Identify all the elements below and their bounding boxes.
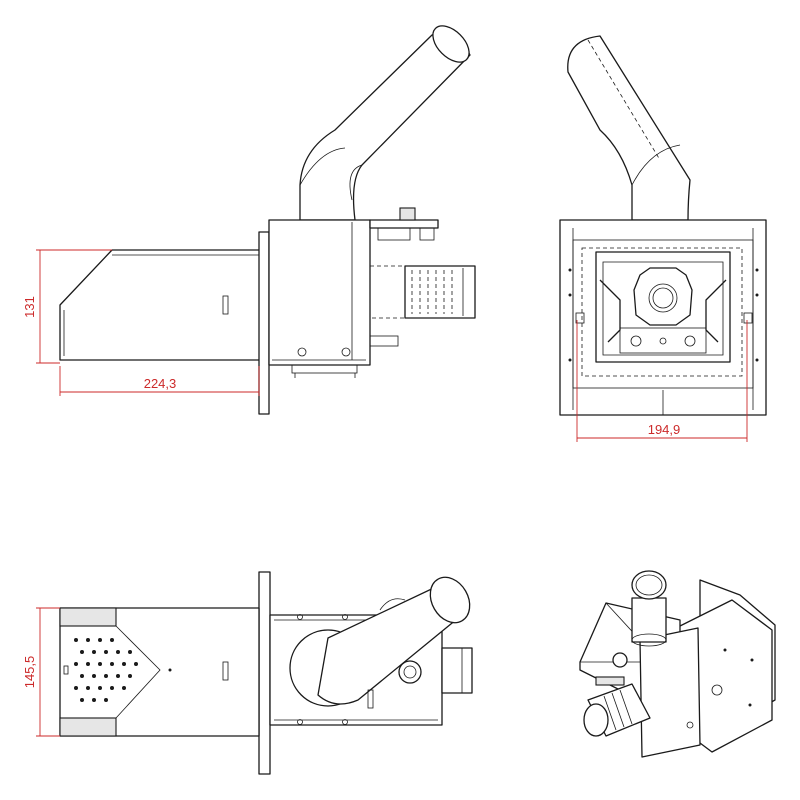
top-feed-tube	[59, 607, 260, 737]
side-burner-tube	[404, 265, 476, 319]
front-view	[559, 35, 767, 416]
side-body	[268, 219, 371, 366]
side-feed-tube	[59, 249, 259, 361]
iso-body	[639, 627, 701, 758]
side-pipe	[299, 25, 471, 221]
dim-224-3: 224,3	[144, 376, 177, 391]
top-view	[59, 571, 473, 775]
side-flange	[258, 231, 270, 415]
front-pipe	[567, 35, 691, 221]
side-dimension-lines	[36, 249, 260, 396]
top-dimension-lines	[36, 607, 60, 737]
side-view	[59, 25, 476, 415]
front-dimension-lines	[576, 320, 748, 442]
side-top-plate	[369, 219, 439, 229]
top-burner-stub	[441, 647, 473, 694]
iso-view	[579, 570, 776, 758]
dim-194-9: 194,9	[648, 422, 681, 437]
top-flange	[258, 571, 271, 775]
dim-131: 131	[22, 296, 37, 318]
dim-145-5: 145,5	[22, 656, 37, 689]
